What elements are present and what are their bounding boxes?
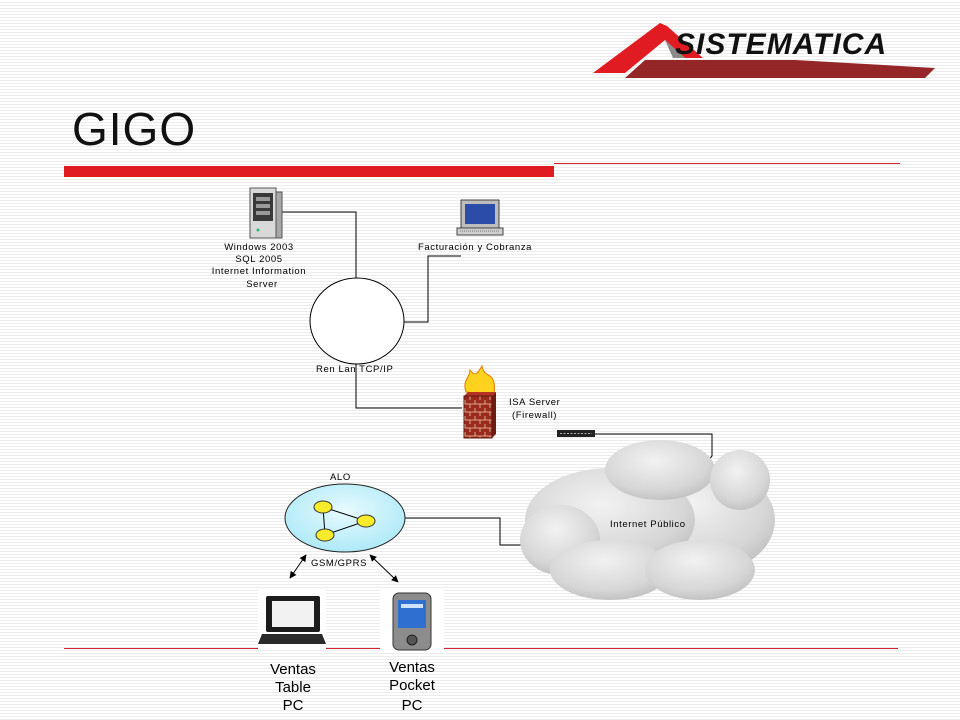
svg-text:SQL 2005: SQL 2005 xyxy=(235,254,282,265)
svg-text:Pocket: Pocket xyxy=(389,677,436,694)
cloud-icon xyxy=(520,440,775,600)
sistematica-logo: SISTEMATICA xyxy=(593,23,935,78)
pocket-link-arrow xyxy=(369,554,399,583)
firewall-icon xyxy=(463,364,496,439)
internet-label: Internet Público xyxy=(610,519,686,530)
svg-text:Internet Information: Internet Information xyxy=(212,266,306,277)
firewall-label: ISA Server (Firewall) xyxy=(509,397,560,421)
tablet-pc-icon xyxy=(258,590,326,650)
svg-text:Server: Server xyxy=(246,279,278,290)
gsm-label: GSM/GPRS xyxy=(311,558,367,569)
slide-title: GIGO xyxy=(72,103,197,155)
svg-text:Table: Table xyxy=(275,679,311,696)
pocket-pc-icon xyxy=(380,590,444,652)
title-rule xyxy=(554,163,900,164)
billing-pc-label: Facturación y Cobranza xyxy=(418,242,532,253)
router-icon xyxy=(557,430,595,437)
svg-text:(Firewall): (Firewall) xyxy=(512,410,557,421)
connection-lines xyxy=(282,211,713,546)
tablet-label: Ventas Table PC xyxy=(270,661,316,714)
tablet-link-arrow xyxy=(289,554,307,579)
svg-text:PC: PC xyxy=(402,697,423,714)
pocket-label: Ventas Pocket PC xyxy=(389,659,436,714)
alo-label: ALO xyxy=(330,472,351,483)
footer-rule xyxy=(64,648,898,649)
svg-text:SISTEMATICA: SISTEMATICA xyxy=(675,28,887,61)
lan-label: Ren Lan TCP/IP xyxy=(316,364,393,375)
title-underline-bar xyxy=(64,166,554,177)
mobile-network-icon xyxy=(284,483,406,553)
svg-text:Ventas: Ventas xyxy=(389,659,435,676)
desktop-computer-icon xyxy=(456,199,504,236)
lan-circle xyxy=(309,277,405,365)
server-label: Windows 2003 SQL 2005 Internet Informati… xyxy=(212,242,306,290)
svg-text:Windows 2003: Windows 2003 xyxy=(224,242,294,253)
svg-text:PC: PC xyxy=(283,697,304,714)
svg-text:Ventas: Ventas xyxy=(270,661,316,678)
server-tower-icon xyxy=(249,187,283,239)
svg-text:ISA Server: ISA Server xyxy=(509,397,560,408)
